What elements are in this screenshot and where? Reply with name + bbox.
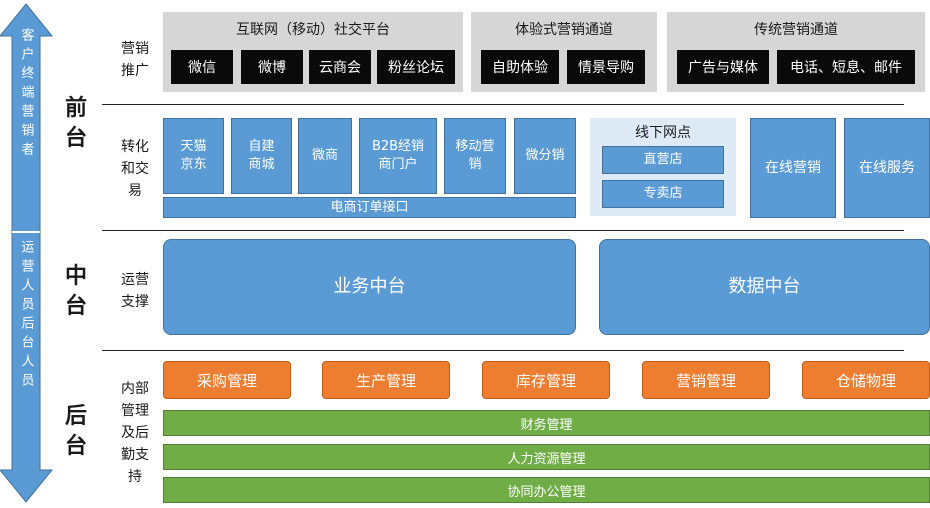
channel-mobile-marketing: 移动营 销 — [444, 118, 506, 194]
procurement-management: 采购管理 — [163, 361, 291, 399]
channel-tmall-jd: 天猫 京东 — [163, 118, 224, 194]
marketing-item: 自助体验 — [481, 50, 559, 84]
separator-line — [102, 104, 904, 105]
hr-management-bar: 人力资源管理 — [163, 444, 930, 470]
marketing-item: 电话、短息、邮件 — [777, 50, 915, 84]
data-middle-platform: 数据中台 — [599, 239, 930, 335]
offline-outlets-panel: 线下网点 直营店 专卖店 — [590, 118, 736, 216]
marketing-management: 营销管理 — [642, 361, 770, 399]
tier-back: 后 台 — [64, 404, 87, 459]
row-label-internal: 内部 管理 及后 勤支 持 — [121, 381, 149, 485]
marketing-item: 情景导购 — [567, 50, 645, 84]
group-title: 传统营销通道 — [754, 22, 838, 38]
marketing-item: 微博 — [241, 50, 303, 84]
row-label-operations: 运营 支撑 — [121, 272, 149, 310]
inventory-management: 库存管理 — [482, 361, 610, 399]
order-interface-bar: 电商订单接口 — [163, 197, 576, 218]
group-title: 体验式营销通道 — [515, 22, 613, 38]
separator-line — [102, 350, 904, 351]
warehouse-logistics: 仓储物理 — [802, 361, 930, 399]
online-marketing-box: 在线营销 — [750, 118, 836, 218]
production-management: 生产管理 — [322, 361, 450, 399]
marketing-group-traditional: 传统营销通道 广告与媒体 电话、短息、邮件 — [667, 12, 925, 92]
row-label-marketing: 营销 推广 — [121, 41, 149, 79]
online-service-box: 在线服务 — [844, 118, 930, 218]
finance-management-bar: 财务管理 — [163, 410, 930, 436]
double-arrow-icon — [0, 3, 54, 503]
arrow-label-customers: 客户终端营销者 — [18, 28, 34, 161]
offline-title: 线下网点 — [635, 125, 691, 141]
collaboration-management-bar: 协同办公管理 — [163, 477, 930, 503]
marketing-item: 粉丝论坛 — [377, 50, 455, 84]
tier-front: 前 台 — [64, 96, 87, 151]
offline-direct-store: 直营店 — [602, 146, 724, 174]
channel-b2b-portal: B2B经销 商门户 — [359, 118, 437, 194]
channel-micro-distribution: 微分销 — [514, 118, 576, 194]
marketing-item: 广告与媒体 — [677, 50, 769, 84]
marketing-group-social: 互联网（移动）社交平台 微信 微博 云商会 粉丝论坛 — [163, 12, 463, 92]
arrow-label-staff: 运营人员后台人员 — [18, 240, 34, 392]
marketing-group-experience: 体验式营销通道 自助体验 情景导购 — [471, 12, 657, 92]
tier-middle: 中 台 — [64, 264, 87, 319]
channel-wechat-business: 微商 — [298, 118, 352, 194]
row-label-conversion: 转化 和交 易 — [121, 139, 149, 199]
marketing-item: 微信 — [171, 50, 233, 84]
separator-line — [102, 230, 904, 231]
marketing-item: 云商会 — [309, 50, 371, 84]
group-title: 互联网（移动）社交平台 — [236, 22, 390, 38]
channel-own-mall: 自建 商城 — [231, 118, 292, 194]
offline-franchise-store: 专卖店 — [602, 180, 724, 208]
business-middle-platform: 业务中台 — [163, 239, 576, 335]
